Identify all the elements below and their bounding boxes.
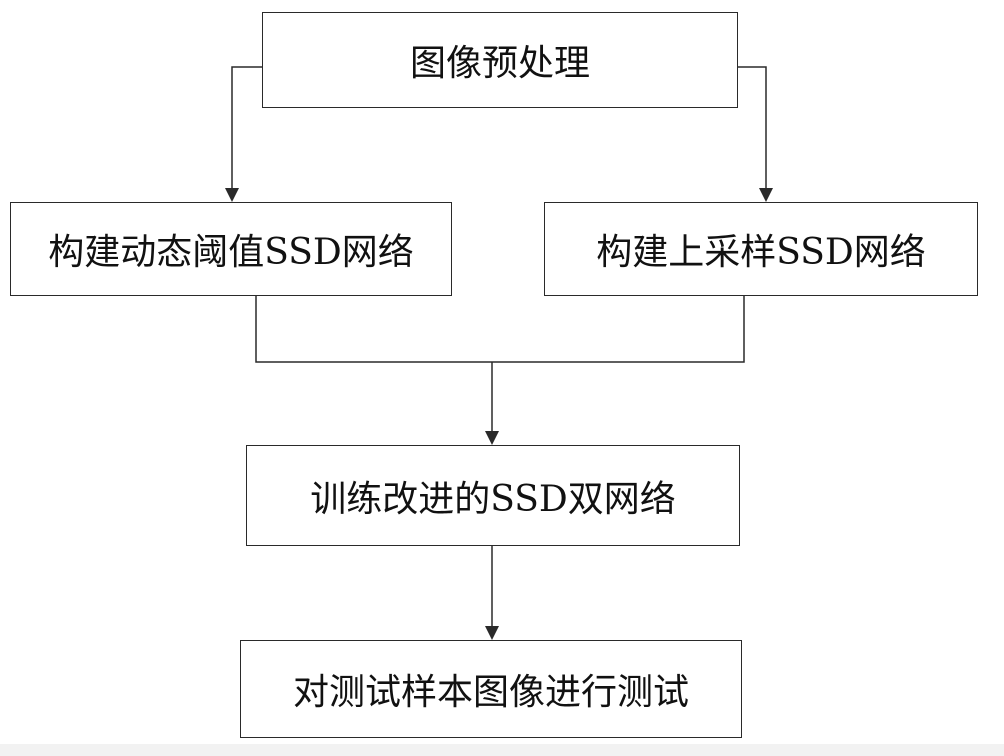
- node-upsample-ssd: 构建上采样SSD网络: [544, 202, 978, 296]
- node-image-preprocessing-label: 图像预处理: [409, 43, 590, 84]
- node-dynamic-threshold-ssd: 构建动态阈值SSD网络: [10, 202, 452, 296]
- connector-merge-networks: [255, 296, 745, 363]
- node-upsample-ssd-label: 构建上采样SSD网络: [596, 232, 926, 273]
- node-train-ssd-dual-network-label: 训练改进的SSD双网络: [310, 478, 676, 520]
- node-test-sample-images-label: 对测试样本图像进行测试: [292, 672, 689, 713]
- node-image-preprocessing: 图像预处理: [262, 12, 738, 108]
- node-test-sample-images: 对测试样本图像进行测试: [240, 640, 742, 738]
- connector-preprocess-to-upsample: [738, 66, 773, 202]
- node-train-ssd-dual-network: 训练改进的SSD双网络: [246, 445, 740, 546]
- node-dynamic-threshold-ssd-label: 构建动态阈值SSD网络: [48, 232, 414, 273]
- bottom-edge-strip: [0, 744, 1004, 756]
- connector-preprocess-to-dynamic-threshold: [225, 66, 262, 202]
